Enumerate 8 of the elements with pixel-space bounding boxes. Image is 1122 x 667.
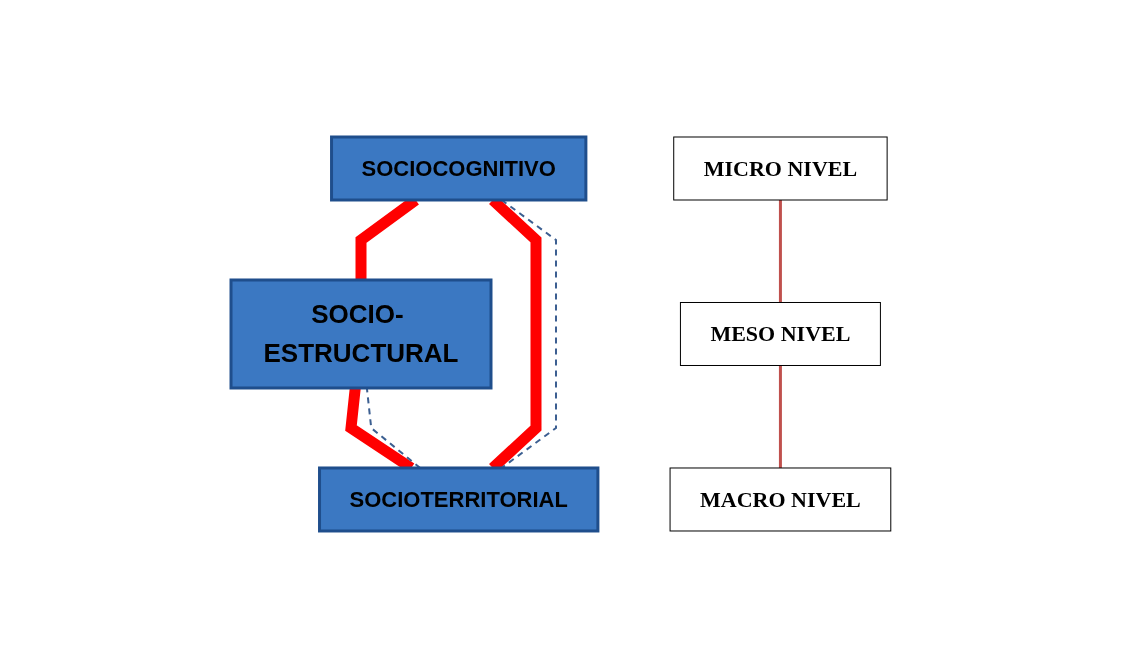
node-box: SOCIOTERRITORIAL bbox=[318, 466, 600, 532]
connector bbox=[779, 365, 782, 468]
node-box: MACRO NIVEL bbox=[669, 467, 892, 531]
connector bbox=[779, 199, 782, 302]
node-box: MICRO NIVEL bbox=[673, 136, 888, 200]
node-box: MESO NIVEL bbox=[680, 301, 881, 366]
node-box: SOCIOCOGNITIVO bbox=[330, 135, 588, 201]
node-box: SOCIO- ESTRUCTURAL bbox=[229, 278, 493, 389]
